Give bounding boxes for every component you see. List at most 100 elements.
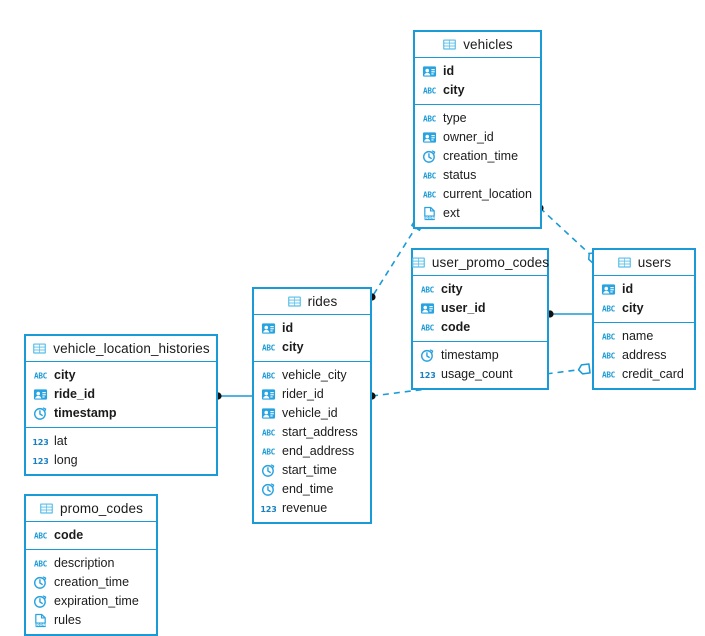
column-label: timestamp	[54, 406, 117, 420]
column-timestamp[interactable]: timestamp	[26, 404, 216, 423]
column-start_time[interactable]: start_time	[254, 461, 370, 480]
abc-string-icon: ABC	[602, 371, 616, 380]
table-title-promo_codes[interactable]: promo_codes	[26, 496, 156, 522]
column-creation_time[interactable]: creation_time	[26, 573, 156, 592]
column-label: city	[282, 340, 304, 354]
column-vehicle_city[interactable]: ABC vehicle_city	[254, 366, 370, 385]
column-expiration_time[interactable]: expiration_time	[26, 592, 156, 611]
clock-icon	[261, 483, 275, 496]
relationship-vehicle_location_histories-rides	[214, 392, 252, 400]
abc-string-icon: ABC	[423, 115, 437, 124]
svg-text:ABC: ABC	[423, 87, 437, 96]
table-icon	[287, 296, 301, 307]
123-number-icon: 123	[420, 371, 435, 380]
column-label: city	[443, 83, 465, 97]
column-type[interactable]: ABC type	[415, 109, 540, 128]
svg-text:ABC: ABC	[262, 372, 276, 381]
column-label: owner_id	[443, 130, 494, 144]
svg-text:ABC: ABC	[421, 286, 435, 295]
table-icon	[412, 257, 425, 268]
svg-text:ABC: ABC	[262, 429, 276, 438]
clock-icon	[33, 576, 47, 589]
uuid-key-icon	[261, 389, 276, 400]
uuid-key-icon	[422, 132, 437, 143]
column-label: end_address	[282, 444, 355, 458]
column-id[interactable]: id	[415, 62, 540, 81]
svg-text:ABC: ABC	[34, 372, 48, 381]
column-end_time[interactable]: end_time	[254, 480, 370, 499]
clock-icon	[422, 150, 436, 163]
uuid-key-icon	[422, 66, 437, 77]
svg-text:JSON: JSON	[423, 215, 434, 220]
column-label: code	[441, 320, 471, 334]
abc-string-icon: ABC	[34, 372, 48, 381]
column-credit_card[interactable]: ABC credit_card	[594, 365, 694, 384]
abc-string-icon: ABC	[602, 305, 616, 314]
column-label: name	[622, 329, 654, 343]
table-title-users[interactable]: users	[594, 250, 694, 276]
column-city[interactable]: ABC city	[415, 81, 540, 100]
table-title-rides[interactable]: rides	[254, 289, 370, 315]
svg-text:ABC: ABC	[262, 448, 276, 457]
column-name[interactable]: ABC name	[594, 327, 694, 346]
column-label: start_time	[282, 463, 337, 477]
column-city[interactable]: ABC city	[26, 366, 216, 385]
column-id[interactable]: id	[254, 319, 370, 338]
table-title-vehicle_location_histories[interactable]: vehicle_location_histories	[26, 336, 216, 362]
column-label: credit_card	[622, 367, 684, 381]
abc-string-icon: ABC	[423, 87, 437, 96]
svg-text:ABC: ABC	[602, 333, 616, 342]
table-title-vehicles[interactable]: vehicles	[415, 32, 540, 58]
column-label: city	[54, 368, 76, 382]
svg-text:JSON: JSON	[34, 622, 45, 627]
abc-string-icon: ABC	[423, 191, 437, 200]
table-name: users	[637, 255, 672, 270]
column-label: city	[622, 301, 644, 315]
abc-string-icon: ABC	[602, 333, 616, 342]
column-owner_id[interactable]: owner_id	[415, 128, 540, 147]
json-icon: JSON	[423, 206, 435, 221]
column-city[interactable]: ABC city	[594, 299, 694, 318]
column-rider_id[interactable]: rider_id	[254, 385, 370, 404]
column-id[interactable]: id	[594, 280, 694, 299]
column-label: id	[443, 64, 455, 78]
column-creation_time[interactable]: creation_time	[415, 147, 540, 166]
column-label: vehicle_city	[282, 368, 347, 382]
table-name: promo_codes	[60, 501, 143, 516]
column-label: creation_time	[443, 149, 519, 163]
relationship-socket	[577, 363, 591, 375]
column-vehicle_id[interactable]: vehicle_id	[254, 404, 370, 423]
clock-icon	[420, 349, 434, 362]
column-label: timestamp	[441, 348, 499, 362]
column-label: type	[443, 111, 467, 125]
column-timestamp[interactable]: timestamp	[413, 346, 547, 365]
column-ride_id[interactable]: ride_id	[26, 385, 216, 404]
column-user_id[interactable]: user_id	[413, 299, 547, 318]
column-end_address[interactable]: ABC end_address	[254, 442, 370, 461]
table-title-user_promo_codes[interactable]: user_promo_codes	[412, 250, 549, 276]
